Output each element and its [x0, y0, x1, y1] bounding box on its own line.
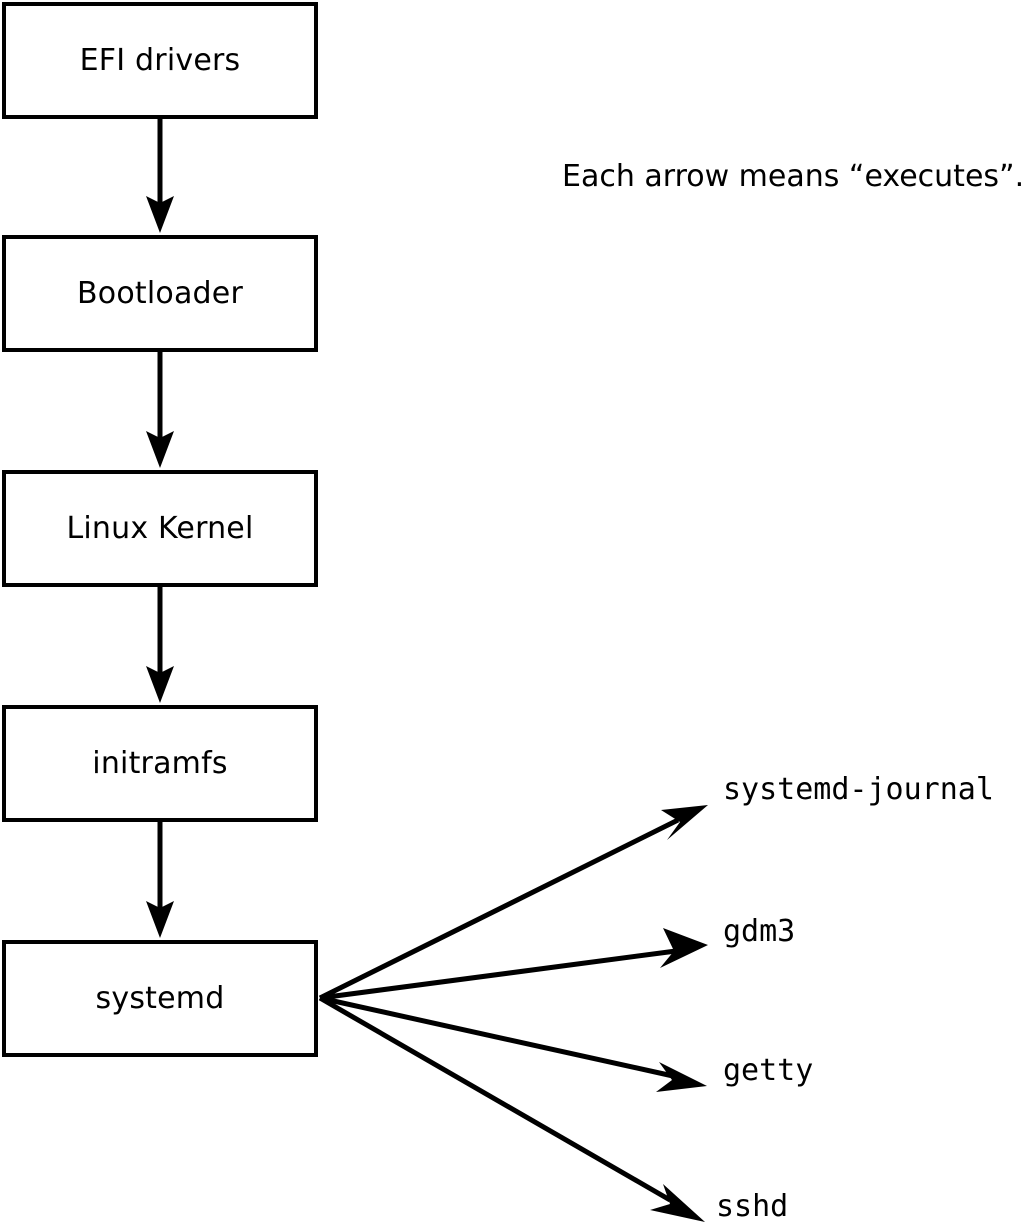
node-label-bootloader: Bootloader — [77, 275, 243, 311]
node-systemd: systemd — [2, 940, 318, 1057]
service-label-sshd: sshd — [716, 1189, 789, 1224]
node-efi-drivers: EFI drivers — [2, 2, 318, 119]
node-bootloader: Bootloader — [2, 235, 318, 352]
arrow-bootloader-to-linux-kernel — [146, 352, 174, 468]
diagram-caption: Each arrow means “executes”. — [562, 159, 1023, 194]
arrow-initramfs-to-systemd — [146, 822, 174, 938]
arrow-linux-kernel-to-initramfs — [146, 587, 174, 703]
node-label-linux-kernel: Linux Kernel — [66, 510, 254, 546]
arrow-systemd-to-gdm3 — [319, 928, 708, 1001]
arrow-systemd-to-getty — [319, 995, 707, 1092]
service-label-gdm3: gdm3 — [723, 914, 796, 949]
node-linux-kernel: Linux Kernel — [2, 470, 318, 587]
service-label-systemd-journal: systemd-journal — [723, 772, 994, 807]
arrow-efi-to-bootloader — [146, 119, 174, 233]
node-initramfs: initramfs — [2, 705, 318, 822]
arrow-systemd-to-systemd-journal — [318, 805, 708, 1001]
service-label-getty: getty — [723, 1053, 814, 1088]
node-label-systemd: systemd — [95, 980, 225, 1016]
node-label-efi-drivers: EFI drivers — [79, 42, 241, 78]
arrow-systemd-to-sshd — [318, 995, 705, 1222]
node-label-initramfs: initramfs — [92, 745, 228, 781]
